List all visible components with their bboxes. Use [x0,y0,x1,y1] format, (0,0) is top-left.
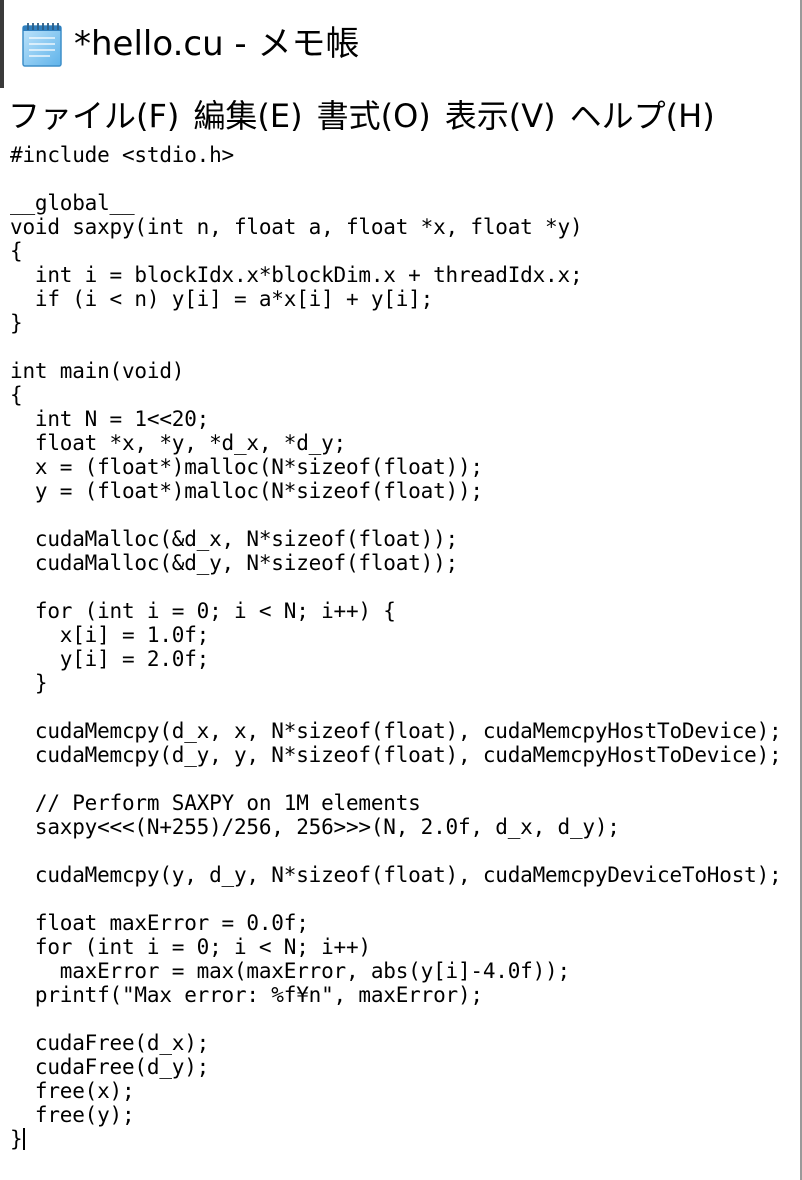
text-editor-area[interactable]: #include <stdio.h> __global__ void saxpy… [0,143,800,1180]
code-line [10,767,800,791]
code-line [10,335,800,359]
text-caret [23,1128,26,1150]
code-line: float maxError = 0.0f; [10,911,309,935]
code-line: // Perform SAXPY on 1M elements [10,791,421,815]
menu-format[interactable]: 書式(O) [316,97,431,135]
window-edge-strip [0,0,4,88]
code-line: for (int i = 0; i < N; i++) [10,935,371,959]
code-line: float *x, *y, *d_x, *d_y; [10,431,346,455]
code-line [10,575,800,599]
code-line: cudaMemcpy(d_y, y, N*sizeof(float), cuda… [10,743,782,767]
code-line: cudaMalloc(&d_x, N*sizeof(float)); [10,527,458,551]
code-line: cudaFree(d_y); [10,1055,210,1079]
code-line: for (int i = 0; i < N; i++) { [10,599,396,623]
code-line: { [10,239,23,263]
code-line: cudaMemcpy(y, d_y, N*sizeof(float), cuda… [10,863,782,887]
code-line: printf("Max error: %f¥n", maxError); [10,983,483,1007]
menu-view[interactable]: 表示(V) [444,97,556,135]
code-line: } [10,311,23,335]
code-line [10,887,800,911]
code-line: y = (float*)malloc(N*sizeof(float)); [10,479,483,503]
code-line: y[i] = 2.0f; [10,647,210,671]
code-line [10,1007,800,1031]
code-line: { [10,383,23,407]
code-line-last: } [10,1127,800,1151]
code-line: void saxpy(int n, float a, float *x, flo… [10,215,583,239]
notepad-icon [22,23,62,67]
code-line: #include <stdio.h> [10,143,234,167]
code-line: saxpy<<<(N+255)/256, 256>>>(N, 2.0f, d_x… [10,815,620,839]
code-line [10,695,800,719]
menu-edit[interactable]: 編集(E) [193,97,303,135]
code-line: cudaMalloc(&d_y, N*sizeof(float)); [10,551,458,575]
code-line: int N = 1<<20; [10,407,210,431]
code-line: cudaFree(d_x); [10,1031,210,1055]
code-line: cudaMemcpy(d_x, x, N*sizeof(float), cuda… [10,719,782,743]
menu-bar: ファイル(F) 編集(E) 書式(O) 表示(V) ヘルプ(H) [0,88,800,144]
menu-file[interactable]: ファイル(F) [8,97,180,135]
code-line: free(x); [10,1079,135,1103]
code-line: x[i] = 1.0f; [10,623,210,647]
code-line: x = (float*)malloc(N*sizeof(float)); [10,455,483,479]
menu-help[interactable]: ヘルプ(H) [569,97,715,135]
code-line: if (i < n) y[i] = a*x[i] + y[i]; [10,287,434,311]
title-bar[interactable]: *hello.cu - メモ帳 [0,0,800,88]
code-line: maxError = max(maxError, abs(y[i]-4.0f))… [10,959,570,983]
code-line: free(y); [10,1103,135,1127]
window-title: *hello.cu - メモ帳 [74,24,360,64]
code-line-last-text: } [10,1127,23,1151]
code-line [10,839,800,863]
code-line: } [10,671,48,695]
code-line: int i = blockIdx.x*blockDim.x + threadId… [10,263,583,287]
code-line [10,503,800,527]
code-line [10,167,800,191]
code-line: __global__ [10,191,135,215]
code-line: int main(void) [10,359,185,383]
